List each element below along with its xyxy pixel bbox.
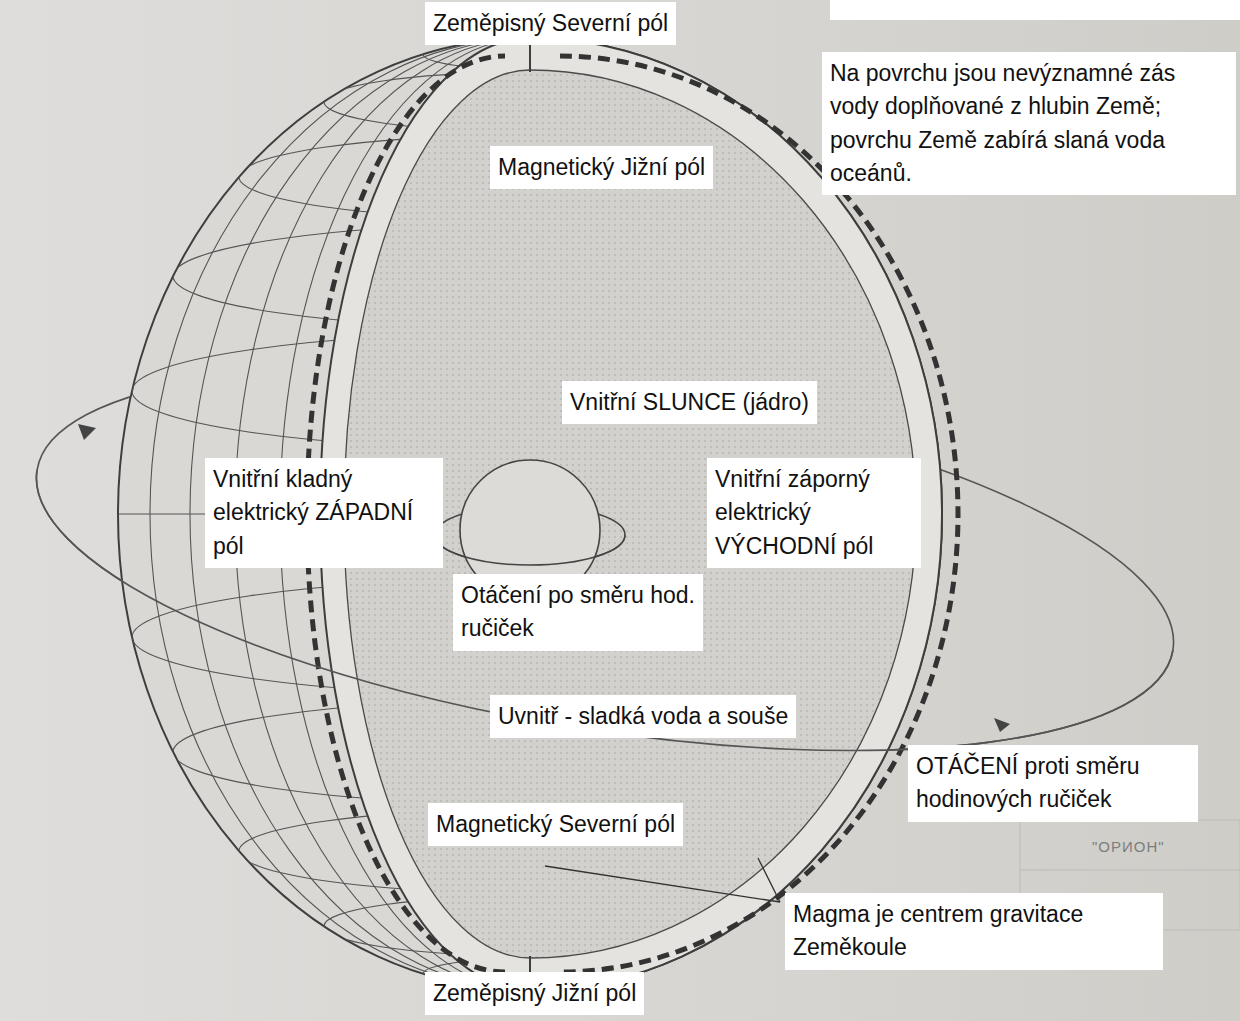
label-box: Vnitřní kladný elektrický ZÁPADNÍ pól [205, 458, 443, 568]
label-box: Na povrchu jsou nevýznamné zás vody dopl… [822, 52, 1236, 195]
label-text: Otáčení po směru hod. ručiček [461, 579, 695, 646]
label-text: OTÁČENÍ proti směru hodinových ručiček [916, 750, 1190, 817]
label-box: Vnitřní záporný elektrický VÝCHODNÍ pól [707, 458, 921, 568]
label-box: OTÁČENÍ proti směru hodinových ručiček [908, 745, 1198, 822]
label-box: Zeměpisný Jižní pól [425, 972, 644, 1015]
label-text: Vnitřní SLUNCE (jádro) [570, 386, 809, 419]
label-text: Magnetický Severní pól [436, 808, 675, 841]
label-text: Zeměpisný Jižní pól [433, 977, 636, 1010]
label-text: Vnitřní záporný elektrický VÝCHODNÍ pól [715, 463, 913, 563]
label-text: Zeměpisný Severní pól [433, 7, 668, 40]
label-text: Magnetický Jižní pól [498, 151, 705, 184]
label-text: Uvnitř - sladká voda a souše [498, 700, 788, 733]
label-box: Zeměpisný Severní pól [425, 2, 676, 45]
label-box: Otáčení po směru hod. ručiček [453, 574, 703, 651]
label-text: Vnitřní kladný elektrický ZÁPADNÍ pól [213, 463, 435, 563]
label-box: Uvnitř - sladká voda a souše [490, 695, 796, 738]
stamp-text: "ОРИОН" [1092, 838, 1165, 855]
label-box: Magnetický Jižní pól [490, 146, 713, 189]
label-box: Vnitřní SLUNCE (jádro) [562, 381, 817, 424]
label-box: Magma je centrem gravitace Zeměkoule [785, 893, 1163, 970]
label-box: Magnetický Severní pól [428, 803, 683, 846]
label-text: Na povrchu jsou nevýznamné zás vody dopl… [830, 57, 1228, 190]
label-text: Magma je centrem gravitace Zeměkoule [793, 898, 1155, 965]
